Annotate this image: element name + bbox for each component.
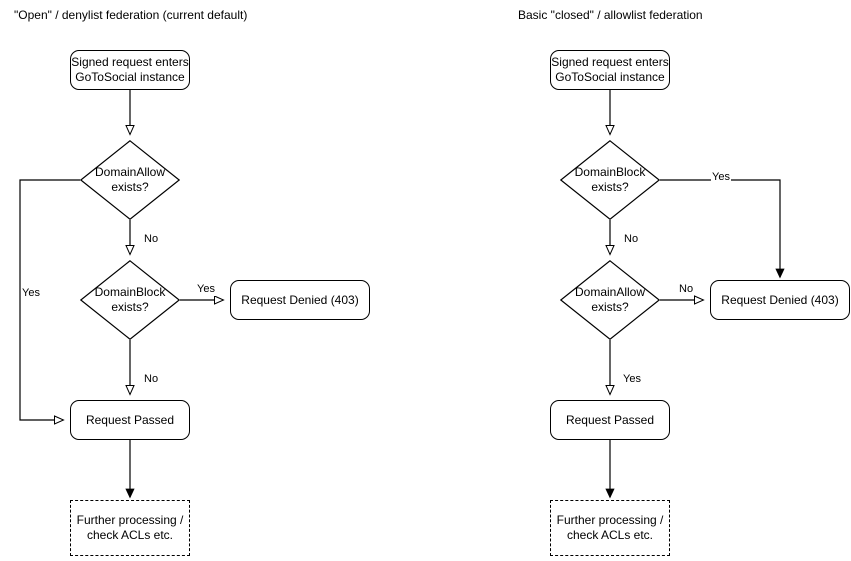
edge-label-right-allow-no: No xyxy=(678,283,695,296)
diamond-shape xyxy=(560,260,660,340)
edge-allow-yes-left xyxy=(19,179,80,425)
edge-block-yes-right xyxy=(660,179,780,277)
decision-left-2-line2: exists? xyxy=(111,300,149,314)
node-further-left-line1: Further processing / xyxy=(76,513,184,527)
edge-label-left-allow-no: No xyxy=(143,233,160,246)
node-request-denied-left: Request Denied (403) xyxy=(230,280,370,320)
diamond-shape xyxy=(80,260,180,340)
edge-label-left-block-yes: Yes xyxy=(196,283,216,296)
node-further-right-line1: Further processing / xyxy=(556,513,664,527)
node-request-passed-right-label: Request Passed xyxy=(565,412,655,427)
node-further-processing-left: Further processing / check ACLs etc. xyxy=(70,500,190,556)
node-decision-domainblock-right: DomainBlock exists? xyxy=(560,140,660,220)
node-decision-domainallow-left-label: DomainAllow exists? xyxy=(95,165,165,195)
node-further-right-line2: check ACLs etc. xyxy=(566,528,654,542)
node-entry-left: Signed request enters GoToSocial instanc… xyxy=(70,50,190,90)
edge-label-left-block-no: No xyxy=(143,373,160,386)
node-request-denied-right-label: Request Denied (403) xyxy=(721,292,839,307)
node-entry-right-line2: GoToSocial instance xyxy=(555,70,665,84)
decision-right-1-line2: exists? xyxy=(591,180,629,194)
node-entry-left-line2: GoToSocial instance xyxy=(75,70,185,84)
node-entry-right: Signed request enters GoToSocial instanc… xyxy=(550,50,670,90)
decision-left-2-line1: DomainBlock xyxy=(94,285,166,299)
node-decision-domainblock-right-label: DomainBlock exists? xyxy=(575,165,646,195)
node-request-denied-right: Request Denied (403) xyxy=(710,280,850,320)
node-request-passed-right: Request Passed xyxy=(550,400,670,440)
node-decision-domainblock-left-label: DomainBlock exists? xyxy=(95,285,166,315)
node-decision-domainallow-right: DomainAllow exists? xyxy=(560,260,660,340)
diamond-shape xyxy=(560,140,660,220)
decision-left-1-line1: DomainAllow xyxy=(94,165,166,179)
edge-label-right-block-yes: Yes xyxy=(711,171,731,184)
node-request-denied-left-label: Request Denied (403) xyxy=(241,292,359,307)
diamond-shape xyxy=(80,140,180,220)
edge-label-right-block-no: No xyxy=(623,233,640,246)
node-entry-left-line1: Signed request enters xyxy=(71,55,189,69)
decision-right-1-line1: DomainBlock xyxy=(574,165,646,179)
panel-title-closed-allowlist: Basic "closed" / allowlist federation xyxy=(518,8,703,22)
node-request-passed-left: Request Passed xyxy=(70,400,190,440)
decision-right-2-line2: exists? xyxy=(591,300,629,314)
edge-label-left-allow-yes: Yes xyxy=(21,287,41,300)
node-request-passed-left-label: Request Passed xyxy=(85,412,175,427)
edge-label-right-allow-yes: Yes xyxy=(622,373,642,386)
node-entry-right-line1: Signed request enters xyxy=(551,55,669,69)
node-further-left-line2: check ACLs etc. xyxy=(86,528,174,542)
node-decision-domainallow-right-label: DomainAllow exists? xyxy=(575,285,645,315)
decision-right-2-line1: DomainAllow xyxy=(574,285,646,299)
node-further-processing-right: Further processing / check ACLs etc. xyxy=(550,500,670,556)
node-decision-domainblock-left: DomainBlock exists? xyxy=(80,260,180,340)
panel-title-open-denylist: "Open" / denylist federation (current de… xyxy=(14,8,248,22)
decision-left-1-line2: exists? xyxy=(111,180,149,194)
node-decision-domainallow-left: DomainAllow exists? xyxy=(80,140,180,220)
